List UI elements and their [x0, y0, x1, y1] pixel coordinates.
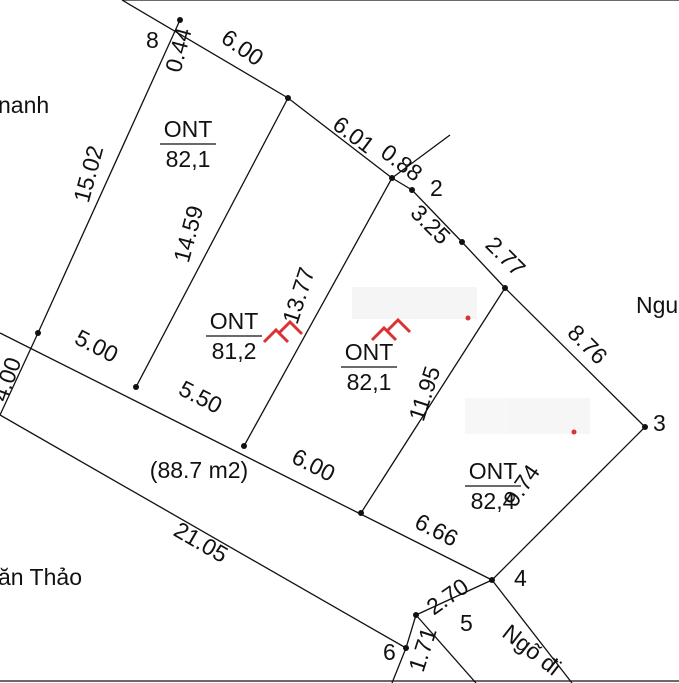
point-label-5: 5: [460, 610, 473, 636]
parcel-1: ONT 82,1: [160, 116, 216, 172]
parcel-area: 82,4: [471, 488, 516, 514]
boundary-8: [37, 19, 181, 334]
parcel-type: ONT: [210, 308, 259, 334]
point-label-6: 6: [383, 639, 396, 665]
point-label-2: 2: [430, 175, 443, 201]
parcel-area: 81,2: [212, 338, 257, 364]
house-logo-icon: [370, 317, 412, 342]
vertex-dots: [35, 17, 648, 651]
parcel-area: 82,1: [166, 146, 211, 172]
point-label-3: 3: [653, 410, 666, 436]
parcel-type: ONT: [469, 458, 518, 484]
boundary-south: [0, 414, 407, 649]
boundary-west: [0, 332, 39, 416]
boundary-5-6: [405, 614, 417, 649]
parcel-4: ONT 82,4: [465, 458, 521, 514]
parcel-type: ONT: [345, 339, 394, 365]
boundary-4-5: [415, 579, 493, 616]
watermark-dot: [465, 315, 471, 321]
boundary-tick-2: [391, 134, 451, 179]
boundary-3-4: [491, 426, 646, 581]
point-label-8: 8: [146, 27, 159, 53]
point-label-4: 4: [514, 565, 527, 591]
boundary-middle: [0, 332, 493, 581]
divider-1: [135, 97, 289, 388]
road-label-nanh: nanh: [0, 92, 49, 118]
divider-3: [360, 287, 506, 514]
parcel-area: 82,1: [347, 369, 392, 395]
road-label-ngu: Ngu: [636, 292, 678, 318]
watermark: [262, 287, 590, 435]
lane-edge-2: [415, 614, 477, 683]
divider-2: [243, 177, 393, 447]
parcel-type: ONT: [164, 116, 213, 142]
house-logo-icon: [262, 319, 304, 344]
road-label-thao: ăn Thảo: [0, 564, 82, 590]
watermark-dot: [571, 429, 577, 435]
lane-edge: [491, 579, 573, 683]
area-note: (88.7 m2): [150, 457, 248, 483]
parcel-2: ONT 81,2: [206, 308, 262, 364]
boundary-6-down: [391, 647, 407, 683]
parcel-3: ONT 82,1: [341, 339, 397, 395]
